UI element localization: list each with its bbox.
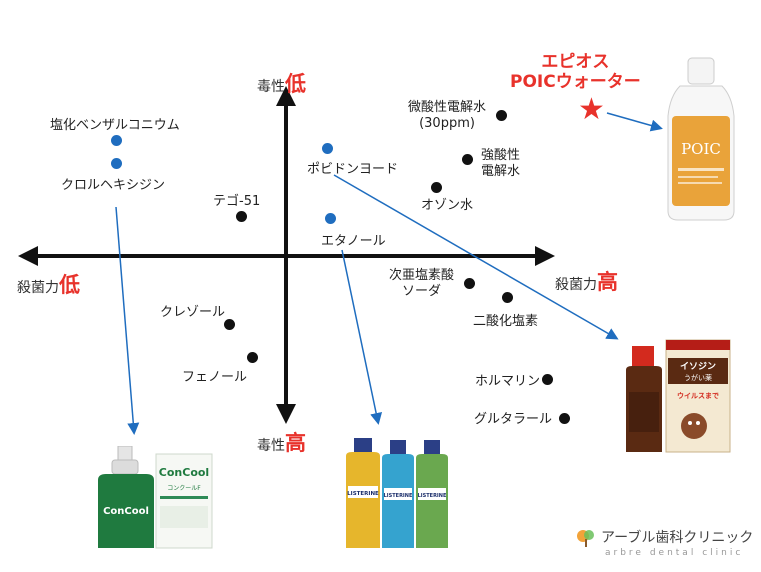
axis-label-bottom-prefix: 毒性 [257, 438, 285, 454]
isodine-tag: ウイルスまで [677, 391, 719, 400]
vertical-axis [276, 86, 296, 424]
listerine-label-blue: LISTERINE [384, 493, 413, 499]
label-povidone: ポビドンヨード [307, 162, 399, 177]
dot-ethanol [325, 213, 336, 224]
listerine-label-yellow: LISTERINE [347, 491, 379, 497]
axis-arrowhead-top [276, 86, 296, 106]
axis-label-top-emph: 低 [285, 72, 306, 96]
concool-box-sub: コンクールF [167, 485, 201, 492]
axis-label-right: 殺菌力高 [555, 266, 618, 296]
dot-micro-acid-water [496, 110, 507, 121]
arrow-povidone-to-isodine [333, 174, 619, 340]
label-strong-acid-water-line1: 強酸性 [481, 148, 521, 163]
label-strong-acid-water: 強酸性 電解水 [481, 148, 520, 180]
listerine-label-green: LISTERINE [418, 493, 447, 499]
isodine-bottle [626, 346, 662, 452]
label-micro-acid-water-line1: 微酸性電解水 [408, 100, 487, 115]
poic-bottle-image: POIC [667, 57, 735, 221]
star-icon: ★ [578, 92, 605, 127]
concool-products-image: ConCool ConCool コンクールF [98, 446, 213, 549]
axis-arrowhead-left [18, 246, 38, 266]
dot-formalin [542, 374, 553, 385]
dot-strong-acid-water [462, 154, 473, 165]
dot-ozone-water [431, 182, 442, 193]
featured-title-line2: POICウォーター [510, 72, 641, 92]
arrow-star-to-poic [606, 112, 663, 132]
poic-logo: POIC [681, 140, 721, 158]
listerine-bottle-green: LISTERINE [416, 440, 448, 548]
axis-arrowhead-bottom [276, 404, 296, 424]
clinic-name: アーブル歯科クリニック [575, 527, 753, 548]
clinic-sub: arbre dental clinic [605, 548, 744, 558]
featured-title-line1: エピオス [541, 52, 610, 72]
axis-label-left: 殺菌力低 [17, 269, 80, 299]
dot-phenol [247, 352, 258, 363]
arrow-ethanol-to-listerine [341, 249, 383, 425]
listerine-bottle-yellow: LISTERINE [346, 438, 380, 548]
dot-hypochlorous [464, 278, 475, 289]
featured-product-title: エピオス POICウォーター [510, 52, 641, 92]
label-micro-acid-water-line2: (30ppm) [419, 116, 475, 131]
dot-tego51 [236, 211, 247, 222]
dot-chlorhexidine [111, 158, 122, 169]
label-glutaral: グルタラール [474, 412, 553, 427]
label-micro-acid-water: 微酸性電解水 (30ppm) [408, 100, 486, 132]
dot-glutaral [559, 413, 570, 424]
dot-chlorine-dioxide [502, 292, 513, 303]
listerine-bottles-image: LISTERINE LISTERINE LISTERINE [346, 438, 448, 548]
axis-label-top-prefix: 毒性 [257, 79, 285, 95]
isodine-box: イソジン うがい薬 ウイルスまで [665, 339, 731, 453]
axis-label-bottom: 毒性高 [257, 427, 306, 457]
dot-cresol [224, 319, 235, 330]
label-cresol: クレゾール [160, 305, 226, 320]
label-tego51: テゴ-51 [213, 194, 261, 209]
label-chlorine-dioxide: 二酸化塩素 [473, 314, 539, 329]
tree-icon [577, 530, 594, 547]
axis-label-left-emph: 低 [59, 273, 80, 297]
label-ethanol: エタノール [321, 234, 386, 249]
isodine-sub: うがい薬 [684, 373, 712, 382]
label-formalin: ホルマリン [475, 374, 541, 389]
axis-arrowhead-right [535, 246, 555, 266]
concool-bottle-brand: ConCool [103, 506, 149, 517]
label-hypochlorous: 次亜塩素酸 ソーダ [389, 268, 454, 300]
axis-label-top: 毒性低 [257, 68, 306, 98]
dot-povidone [322, 143, 333, 154]
isodine-brand: イソジン [680, 361, 716, 372]
label-hypochlorous-line1: 次亜塩素酸 [389, 268, 455, 283]
axis-label-right-prefix: 殺菌力 [555, 277, 597, 293]
listerine-bottle-blue: LISTERINE [382, 440, 414, 548]
clinic-name-text: アーブル歯科クリニック [601, 530, 754, 546]
clinic-logo: アーブル歯科クリニック arbre dental clinic [575, 527, 753, 558]
label-ozone-water: オゾン水 [421, 198, 474, 213]
isodine-products-image: イソジン うがい薬 ウイルスまで [626, 339, 731, 453]
arrow-chlorhexidine-to-concool [115, 206, 140, 435]
label-phenol: フェノール [182, 370, 248, 385]
label-chlorhexidine: クロルヘキシジン [61, 178, 166, 193]
dot-benzalkonium [111, 135, 122, 146]
axis-label-bottom-emph: 高 [285, 431, 306, 455]
label-benzalkonium: 塩化ベンザルコニウム [50, 118, 180, 133]
label-strong-acid-water-line2: 電解水 [481, 164, 521, 179]
concool-box-brand: ConCool [159, 466, 209, 479]
axis-label-left-prefix: 殺菌力 [17, 280, 59, 296]
label-hypochlorous-line2: ソーダ [402, 284, 442, 299]
axis-label-right-emph: 高 [597, 270, 618, 294]
